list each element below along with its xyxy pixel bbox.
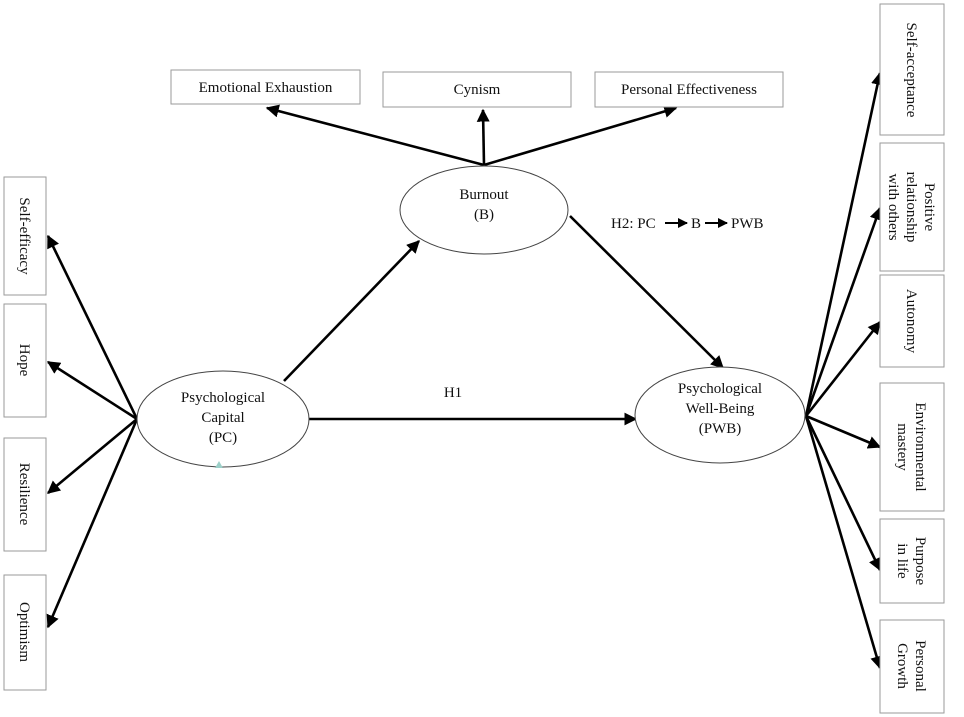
arrow-pwb-to-environmental-mastery	[805, 414, 882, 449]
burnout-label-line1: Burnout	[459, 187, 509, 203]
label-purpose-in-life-line2: in life	[894, 543, 910, 579]
arrow-pc-to-hope	[46, 360, 138, 421]
arrow-pwb-to-purpose-in-life	[804, 415, 882, 572]
label-cynism: Cynism	[454, 82, 501, 98]
pc-label-line2: Capital	[201, 410, 244, 426]
box-resilience: Resilience	[3, 437, 47, 552]
label-environmental-mastery-line2: mastery	[894, 423, 910, 471]
label-environmental-mastery-line1: Environmental	[912, 402, 928, 491]
label-self-acceptance: Self-acceptance	[903, 23, 919, 118]
label-personal-growth-line2: Growth	[894, 643, 910, 689]
pc-label-line3: (PC)	[209, 430, 237, 446]
box-emotional-exhaustion: Emotional Exhaustion	[170, 69, 361, 105]
box-positive-relationship: Positive relationship with others	[879, 142, 945, 272]
small-marker-icon	[215, 461, 223, 468]
label-personal-growth-line1: Personal	[912, 640, 928, 692]
h2-mid: B	[691, 216, 701, 232]
construct-psychological-well-being: Psychological Well-Being (PWB)	[634, 366, 806, 464]
label-personal-effectiveness: Personal Effectiveness	[621, 82, 757, 98]
box-cynism: Cynism	[382, 71, 572, 108]
label-positive-relationship-line1: Positive	[921, 183, 937, 232]
arrow-pwb-to-self-acceptance	[804, 71, 884, 417]
pc-label-line1: Psychological	[181, 390, 265, 406]
label-hope: Hope	[16, 344, 32, 377]
label-self-efficacy: Self-efficacy	[16, 197, 32, 275]
arrow-pwb-to-autonomy	[804, 320, 882, 417]
box-personal-effectiveness: Personal Effectiveness	[594, 71, 784, 108]
arrow-pc-to-resilience	[47, 418, 138, 494]
arrow-pc-to-self-efficacy	[46, 234, 139, 420]
box-personal-growth: Personal Growth	[879, 619, 945, 714]
label-emotional-exhaustion: Emotional Exhaustion	[199, 80, 333, 96]
box-optimism: Optimism	[3, 574, 47, 691]
hypothesis-h2-label: H2: PC B PWB	[611, 216, 764, 232]
arrow-burnout-to-pwb	[569, 215, 724, 369]
label-positive-relationship-line2: relationship	[903, 172, 919, 243]
pwb-label-line2: Well-Being	[686, 401, 755, 417]
arrow-pc-to-burnout	[283, 240, 420, 382]
h2-prefix: H2: PC	[611, 216, 656, 232]
pwb-label-line3: (PWB)	[699, 421, 742, 437]
label-autonomy: Autonomy	[903, 289, 919, 354]
label-positive-relationship-line3: with others	[885, 173, 901, 240]
construct-psychological-capital: Psychological Capital (PC)	[136, 370, 310, 468]
label-purpose-in-life-line1: Purpose	[912, 537, 928, 586]
hypothesis-h1-label: H1	[444, 385, 462, 401]
arrow-burnout-to-cynism	[476, 108, 490, 166]
h2-end: PWB	[731, 216, 764, 232]
box-self-acceptance: Self-acceptance	[879, 3, 945, 136]
box-environmental-mastery: Environmental mastery	[879, 382, 945, 512]
label-optimism: Optimism	[16, 602, 32, 662]
arrow-burnout-to-personal-effectiveness	[483, 105, 678, 167]
box-self-efficacy: Self-efficacy	[3, 176, 47, 296]
label-resilience: Resilience	[16, 463, 32, 526]
box-purpose-in-life: Purpose in life	[879, 518, 945, 604]
arrow-burnout-to-emotional-exhaustion	[265, 104, 485, 167]
pwb-label-line1: Psychological	[678, 381, 762, 397]
box-hope: Hope	[3, 303, 47, 418]
arrow-pwb-to-positive-relationship	[804, 206, 883, 417]
box-autonomy: Autonomy	[879, 274, 945, 368]
construct-burnout: Burnout (B)	[399, 165, 569, 255]
arrow-pc-to-optimism	[46, 418, 139, 629]
arrow-pwb-to-personal-growth	[804, 415, 883, 670]
burnout-label-line2: (B)	[474, 207, 494, 223]
